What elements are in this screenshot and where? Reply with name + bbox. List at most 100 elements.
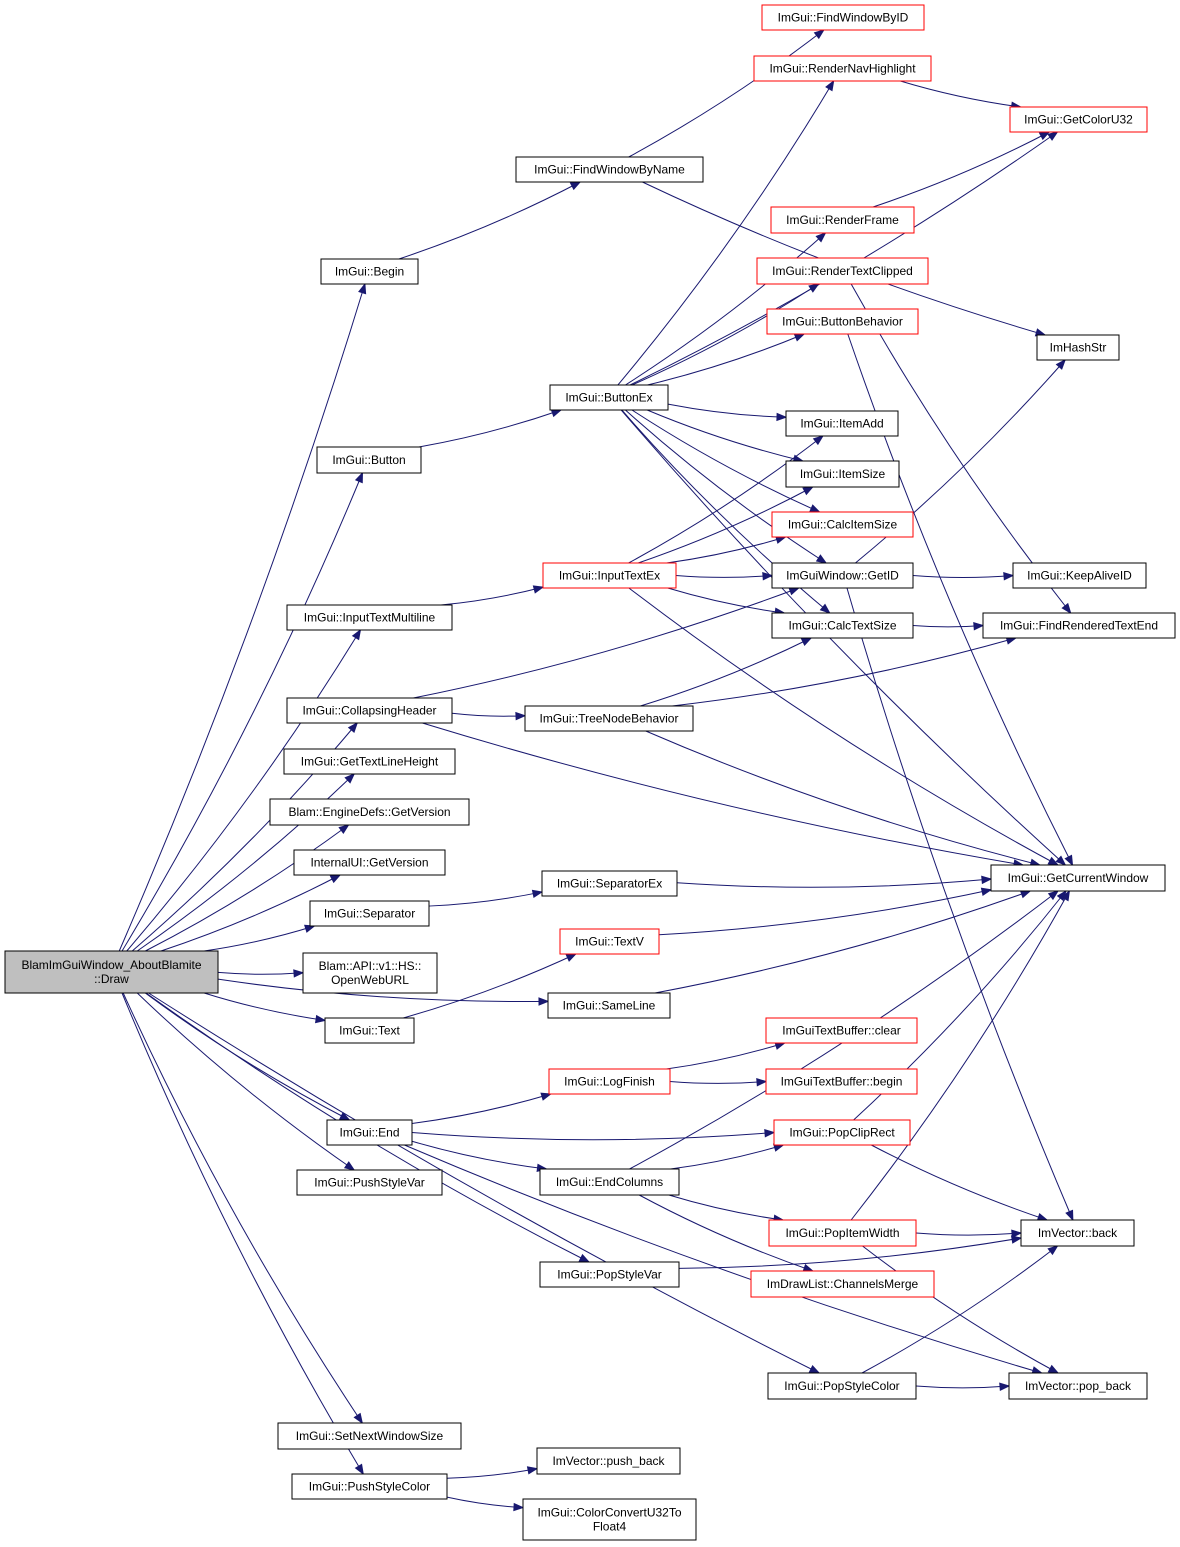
node-box-getTextLineHeight[interactable]: [283, 748, 456, 775]
node-box-buttonBehavior[interactable]: [766, 308, 919, 335]
node-box-findWindowByName[interactable]: [515, 156, 704, 183]
node-popStyleVar[interactable]: ImGui::PopStyleVar: [539, 1261, 680, 1288]
node-end[interactable]: ImGui::End: [326, 1119, 413, 1146]
node-popClipRect[interactable]: ImGui::PopClipRect: [773, 1119, 911, 1146]
node-imHashStr[interactable]: ImHashStr: [1036, 334, 1120, 361]
node-findWindowByName[interactable]: ImGui::FindWindowByName: [515, 156, 704, 183]
node-box-findRenderedTextEnd[interactable]: [982, 612, 1176, 639]
node-box-treeNodeBehavior[interactable]: [524, 705, 694, 732]
node-box-imHashStr[interactable]: [1036, 334, 1120, 361]
node-inputTextMultiline[interactable]: ImGui::InputTextMultiline: [286, 604, 453, 631]
node-box-text[interactable]: [324, 1017, 415, 1044]
node-findWindowByID[interactable]: ImGui::FindWindowByID: [761, 4, 925, 31]
node-box-getID[interactable]: [771, 562, 914, 589]
node-channelsMerge[interactable]: ImDrawList::ChannelsMerge: [750, 1270, 935, 1298]
node-pushStyleColor[interactable]: ImGui::PushStyleColor: [291, 1473, 448, 1500]
node-box-calcItemSize[interactable]: [771, 511, 914, 538]
node-buttonBehavior[interactable]: ImGui::ButtonBehavior: [766, 308, 919, 335]
node-internalGetVersion[interactable]: InternalUI::GetVersion: [293, 849, 446, 876]
node-itemAdd[interactable]: ImGui::ItemAdd: [785, 410, 899, 437]
node-popStyleColor[interactable]: ImGui::PopStyleColor: [767, 1372, 917, 1400]
node-box-getColorU32[interactable]: [1009, 106, 1148, 133]
node-box-renderNavHighlight[interactable]: [753, 55, 932, 82]
node-renderTextClipped[interactable]: ImGui::RenderTextClipped: [756, 257, 929, 285]
node-box-vectorBack[interactable]: [1020, 1219, 1135, 1247]
node-box-openWebURL[interactable]: [302, 952, 438, 994]
node-separatorEx[interactable]: ImGui::SeparatorEx: [541, 870, 678, 897]
node-box-calcTextSize[interactable]: [771, 612, 914, 639]
node-collapsingHeader[interactable]: ImGui::CollapsingHeader: [286, 697, 453, 724]
node-box-vectorPopBack[interactable]: [1008, 1372, 1148, 1400]
node-calcTextSize[interactable]: ImGui::CalcTextSize: [771, 612, 914, 639]
node-separator[interactable]: ImGui::Separator: [309, 900, 430, 927]
node-box-engineGetVersion[interactable]: [269, 798, 470, 826]
node-box-setNextWindowSize[interactable]: [277, 1422, 462, 1450]
node-box-collapsingHeader[interactable]: [286, 697, 453, 724]
node-pushStyleVar[interactable]: ImGui::PushStyleVar: [296, 1169, 443, 1196]
node-box-popStyleColor[interactable]: [767, 1372, 917, 1400]
node-box-separator[interactable]: [309, 900, 430, 927]
node-textV[interactable]: ImGui::TextV: [559, 928, 660, 955]
node-getColorU32[interactable]: ImGui::GetColorU32: [1009, 106, 1148, 133]
node-buttonEx[interactable]: ImGui::ButtonEx: [549, 384, 669, 411]
node-calcItemSize[interactable]: ImGui::CalcItemSize: [771, 511, 914, 538]
node-box-textV[interactable]: [559, 928, 660, 955]
node-textBufferClear[interactable]: ImGuiTextBuffer::clear: [765, 1017, 918, 1044]
node-box-keepAliveID[interactable]: [1012, 562, 1147, 589]
node-textBufferBegin[interactable]: ImGuiTextBuffer::begin: [765, 1068, 918, 1095]
node-popItemWidth[interactable]: ImGui::PopItemWidth: [768, 1219, 917, 1247]
node-setNextWindowSize[interactable]: ImGui::SetNextWindowSize: [277, 1422, 462, 1450]
node-box-endColumns[interactable]: [539, 1168, 680, 1196]
node-logFinish[interactable]: ImGui::LogFinish: [548, 1068, 671, 1095]
node-keepAliveID[interactable]: ImGui::KeepAliveID: [1012, 562, 1147, 589]
node-renderFrame[interactable]: ImGui::RenderFrame: [770, 206, 915, 234]
node-button[interactable]: ImGui::Button: [316, 446, 422, 474]
node-vectorPushBack[interactable]: ImVector::push_back: [536, 1447, 681, 1475]
node-box-itemSize[interactable]: [785, 460, 900, 488]
node-box-colorConvert[interactable]: [522, 1498, 697, 1541]
node-box-buttonEx[interactable]: [549, 384, 669, 411]
node-box-internalGetVersion[interactable]: [293, 849, 446, 876]
node-box-button[interactable]: [316, 446, 422, 474]
node-openWebURL[interactable]: Blam::API::v1::HS::OpenWebURL: [302, 952, 438, 994]
node-sameLine[interactable]: ImGui::SameLine: [547, 992, 671, 1019]
node-box-renderFrame[interactable]: [770, 206, 915, 234]
node-box-inputTextEx[interactable]: [542, 562, 677, 589]
node-box-vectorPushBack[interactable]: [536, 1447, 681, 1475]
node-box-popItemWidth[interactable]: [768, 1219, 917, 1247]
node-getTextLineHeight[interactable]: ImGui::GetTextLineHeight: [283, 748, 456, 775]
node-renderNavHighlight[interactable]: ImGui::RenderNavHighlight: [753, 55, 932, 82]
node-text[interactable]: ImGui::Text: [324, 1017, 415, 1044]
node-getID[interactable]: ImGuiWindow::GetID: [771, 562, 914, 589]
node-box-textBufferBegin[interactable]: [765, 1068, 918, 1095]
node-findRenderedTextEnd[interactable]: ImGui::FindRenderedTextEnd: [982, 612, 1176, 639]
node-box-pushStyleColor[interactable]: [291, 1473, 448, 1500]
node-box-popStyleVar[interactable]: [539, 1261, 680, 1288]
node-box-pushStyleVar[interactable]: [296, 1169, 443, 1196]
node-root[interactable]: BlamImGuiWindow_AboutBlamite::Draw: [4, 950, 219, 994]
node-inputTextEx[interactable]: ImGui::InputTextEx: [542, 562, 677, 589]
node-box-root[interactable]: [4, 950, 219, 994]
node-engineGetVersion[interactable]: Blam::EngineDefs::GetVersion: [269, 798, 470, 826]
node-box-separatorEx[interactable]: [541, 870, 678, 897]
node-box-logFinish[interactable]: [548, 1068, 671, 1095]
node-box-sameLine[interactable]: [547, 992, 671, 1019]
node-box-popClipRect[interactable]: [773, 1119, 911, 1146]
node-box-begin[interactable]: [320, 258, 419, 285]
node-box-textBufferClear[interactable]: [765, 1017, 918, 1044]
node-begin[interactable]: ImGui::Begin: [320, 258, 419, 285]
node-box-getCurrentWindow[interactable]: [990, 864, 1166, 892]
node-endColumns[interactable]: ImGui::EndColumns: [539, 1168, 680, 1196]
node-box-end[interactable]: [326, 1119, 413, 1146]
node-box-findWindowByID[interactable]: [761, 4, 925, 31]
node-vectorPopBack[interactable]: ImVector::pop_back: [1008, 1372, 1148, 1400]
node-box-itemAdd[interactable]: [785, 410, 899, 437]
node-treeNodeBehavior[interactable]: ImGui::TreeNodeBehavior: [524, 705, 694, 732]
node-box-inputTextMultiline[interactable]: [286, 604, 453, 631]
node-getCurrentWindow[interactable]: ImGui::GetCurrentWindow: [990, 864, 1166, 892]
node-vectorBack[interactable]: ImVector::back: [1020, 1219, 1135, 1247]
node-box-renderTextClipped[interactable]: [756, 257, 929, 285]
node-itemSize[interactable]: ImGui::ItemSize: [785, 460, 900, 488]
node-box-channelsMerge[interactable]: [750, 1270, 935, 1298]
